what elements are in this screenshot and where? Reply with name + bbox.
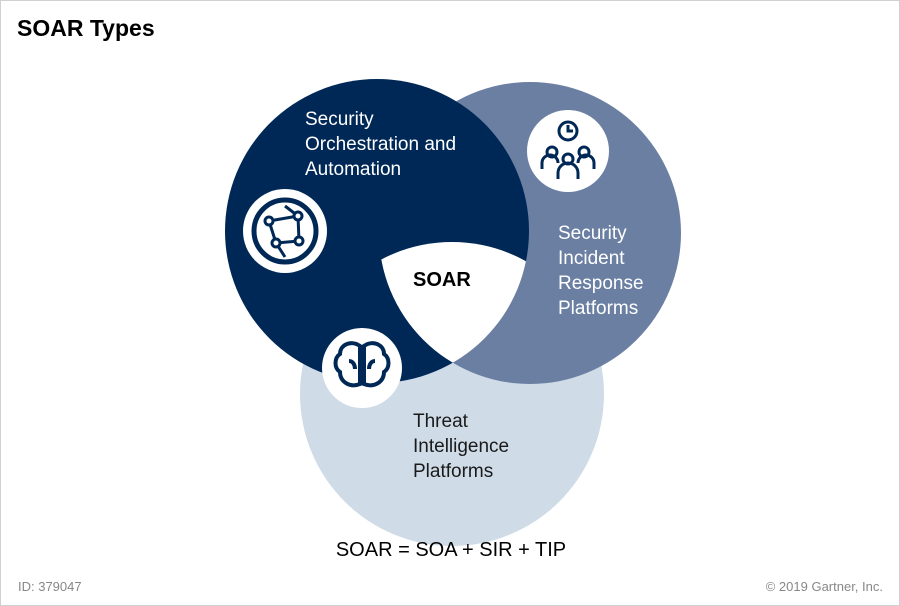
diagram-title: SOAR Types [17,15,155,41]
network-globe-icon [243,189,327,273]
figure-id: ID: 379047 [18,579,82,594]
soar-label: SOAR [413,269,471,291]
copyright: © 2019 Gartner, Inc. [765,579,883,594]
soa-label: Security Orchestration and Automation [305,109,457,180]
sir-label: Security Incident Response Platforms [558,223,644,319]
tip-label: Threat Intelligence Platforms [413,411,510,482]
brain-icon [322,328,402,408]
formula: SOAR = SOA + SIR + TIP [335,539,567,561]
team-clock-icon [527,110,609,192]
